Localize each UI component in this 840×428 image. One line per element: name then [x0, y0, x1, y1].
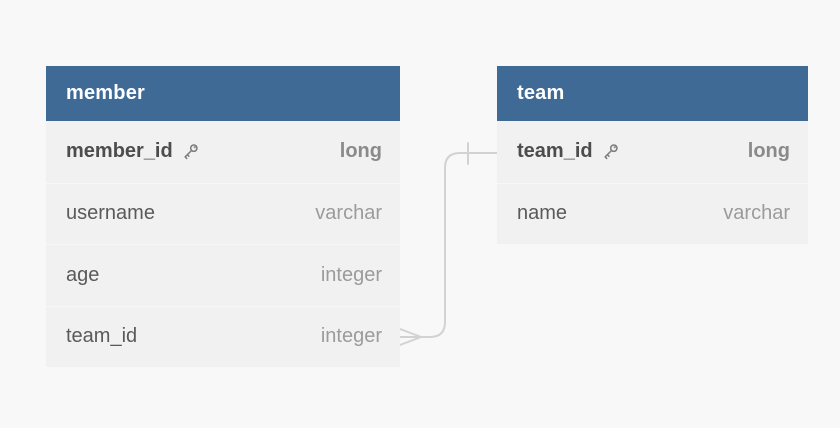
- column-row-age[interactable]: age integer: [46, 244, 400, 306]
- crow-foot-many-icon: [399, 328, 422, 346]
- column-name: team_id: [517, 140, 593, 163]
- column-name: age: [66, 263, 100, 286]
- column-type: long: [339, 140, 382, 163]
- table-team-header[interactable]: team: [497, 66, 808, 121]
- column-type: varchar: [723, 202, 790, 225]
- column-type: integer: [320, 263, 382, 286]
- column-name: username: [66, 202, 155, 225]
- column-name: name: [517, 202, 568, 225]
- column-name: member_id: [66, 140, 173, 163]
- table-team[interactable]: team team_id long name v: [497, 66, 808, 244]
- table-title: member: [66, 82, 146, 104]
- column-type: long: [747, 140, 790, 163]
- column-name: team_id: [66, 325, 138, 348]
- key-icon: [181, 142, 200, 161]
- column-row-username[interactable]: username varchar: [46, 182, 400, 245]
- column-row-team-id-fk[interactable]: team_id integer: [46, 305, 400, 368]
- column-type: integer: [320, 325, 382, 348]
- column-row-member-id[interactable]: member_id long: [46, 121, 400, 183]
- column-type: varchar: [315, 202, 382, 225]
- column-row-team-id[interactable]: team_id long: [497, 121, 808, 183]
- relationship-line[interactable]: [420, 152, 498, 338]
- table-member-header[interactable]: member: [46, 66, 400, 121]
- table-title: team: [517, 82, 565, 104]
- table-member-body: member_id long username varchar age: [46, 121, 400, 367]
- table-team-body: team_id long name varchar: [497, 121, 808, 244]
- table-member[interactable]: member member_id long username: [46, 66, 400, 367]
- column-row-name[interactable]: name varchar: [497, 182, 808, 245]
- key-icon: [601, 142, 620, 161]
